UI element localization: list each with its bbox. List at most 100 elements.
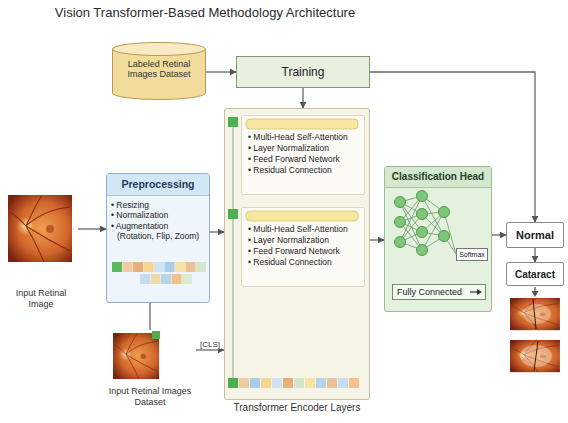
neural-network — [444, 212, 456, 254]
neural-network — [422, 196, 444, 236]
patch-grid — [175, 262, 185, 272]
neural-network — [400, 214, 422, 242]
connector — [302, 88, 303, 108]
node-text: • Resizing — [107, 200, 209, 211]
patch-grid — [112, 262, 122, 272]
node-text: • Augmentation (Rotation, Flip, Zoom) — [107, 221, 209, 242]
encoder-decoration — [233, 127, 234, 378]
token-row — [305, 378, 315, 388]
softmax-box: Softmax — [456, 248, 488, 261]
token-row — [294, 378, 304, 388]
arrow-icon — [470, 289, 482, 295]
node-text: Input Retinal Image — [4, 288, 78, 310]
node-text: Transformer Encoder Layers — [225, 402, 369, 413]
neural-network — [400, 232, 422, 242]
retina-photo — [520, 345, 552, 367]
patch-grid — [140, 274, 150, 284]
retina-photo — [113, 333, 159, 379]
neural-network — [400, 202, 422, 232]
token-row — [316, 378, 326, 388]
encoder-block: • Multi-Head Self-Attention• Layer Norma… — [241, 207, 365, 287]
token-row — [283, 378, 293, 388]
node-text: • Residual Connection — [242, 257, 364, 268]
node-text: Training — [282, 65, 325, 79]
retina-photo — [510, 340, 560, 372]
neural-network — [400, 214, 422, 222]
neural-network — [400, 196, 422, 202]
patch-grid — [186, 262, 196, 272]
output-arrow — [532, 287, 539, 297]
encoder-decoration — [228, 209, 238, 219]
retina-photo — [510, 298, 560, 330]
retina-photo — [533, 299, 536, 329]
neural-network — [417, 191, 428, 202]
fully-connected-box: Fully Connected — [392, 284, 486, 300]
retina-photo — [523, 304, 551, 324]
connector — [492, 234, 506, 235]
node-text: • Layer Normalization — [242, 143, 364, 154]
patch-grid — [112, 262, 206, 284]
panel-heading: Preprocessing — [107, 174, 209, 196]
patch-grid — [196, 262, 206, 272]
diagram-title: Vision Transformer-Based Methodology Arc… — [30, 5, 380, 20]
arrow-icon — [477, 289, 482, 295]
neural-network — [439, 231, 450, 242]
image-node: Input Retinal Images Dataset — [104, 330, 196, 408]
node-text: Softmax — [457, 249, 487, 260]
node-text: Cataract — [515, 269, 555, 280]
output-arrow — [534, 287, 535, 292]
node-text: Fully Connected — [393, 285, 485, 299]
connector — [78, 228, 106, 229]
neural-network — [422, 196, 444, 212]
neural-network — [395, 191, 457, 256]
neural-network — [400, 196, 422, 242]
neural-network — [395, 197, 406, 208]
neural-network — [395, 237, 406, 248]
neural-network — [417, 245, 428, 256]
node-text: Classification Head — [385, 167, 491, 188]
neural-network — [395, 217, 406, 228]
token-row — [228, 378, 359, 388]
neural-network — [417, 209, 428, 220]
connector — [534, 248, 535, 262]
patch-grid — [165, 262, 175, 272]
encoder-block: • Multi-Head Self-Attention• Layer Norma… — [241, 115, 365, 195]
encoder-panel: Transformer Encoder Layers• Multi-Head S… — [224, 108, 370, 400]
encoder-decoration — [228, 117, 358, 378]
node-text: • Residual Connection — [242, 165, 364, 176]
node-text: Labeled Retinal Images Dataset — [118, 59, 200, 80]
node-text: • Layer Normalization — [242, 235, 364, 246]
connector — [210, 231, 224, 232]
retina-photo — [113, 331, 160, 379]
connector — [149, 303, 150, 330]
neural-network — [417, 227, 428, 238]
token-row — [272, 378, 282, 388]
patch-grid — [123, 262, 133, 272]
neural-network — [422, 212, 444, 232]
classification-panel: Classification HeadSoftmaxFully Connecte… — [384, 166, 492, 312]
node-text: Normal — [516, 229, 554, 241]
retina-photo — [534, 341, 538, 371]
patch-grid — [144, 262, 154, 272]
arrow-icon — [470, 291, 478, 292]
preprocessing-panel: Preprocessing• Resizing• Normalization• … — [106, 173, 210, 303]
neural-network — [422, 214, 444, 236]
edge-label-holder: [CLS] — [199, 340, 221, 349]
neural-network — [400, 202, 422, 214]
edge-label: [CLS] — [199, 340, 221, 349]
title-holder: Vision Transformer-Based Methodology Arc… — [30, 5, 380, 20]
cylinder-top — [113, 43, 206, 56]
patch-grid — [161, 274, 171, 284]
neural-network — [395, 191, 450, 256]
encoder-decoration — [246, 119, 358, 129]
patch-grid — [154, 262, 164, 272]
patch-grid — [172, 274, 182, 284]
retina-photo — [510, 298, 560, 330]
connector — [196, 349, 224, 350]
token-row — [239, 378, 249, 388]
dataset-cylinder: Labeled Retinal Images Dataset — [112, 42, 206, 100]
neural-network — [439, 207, 450, 218]
